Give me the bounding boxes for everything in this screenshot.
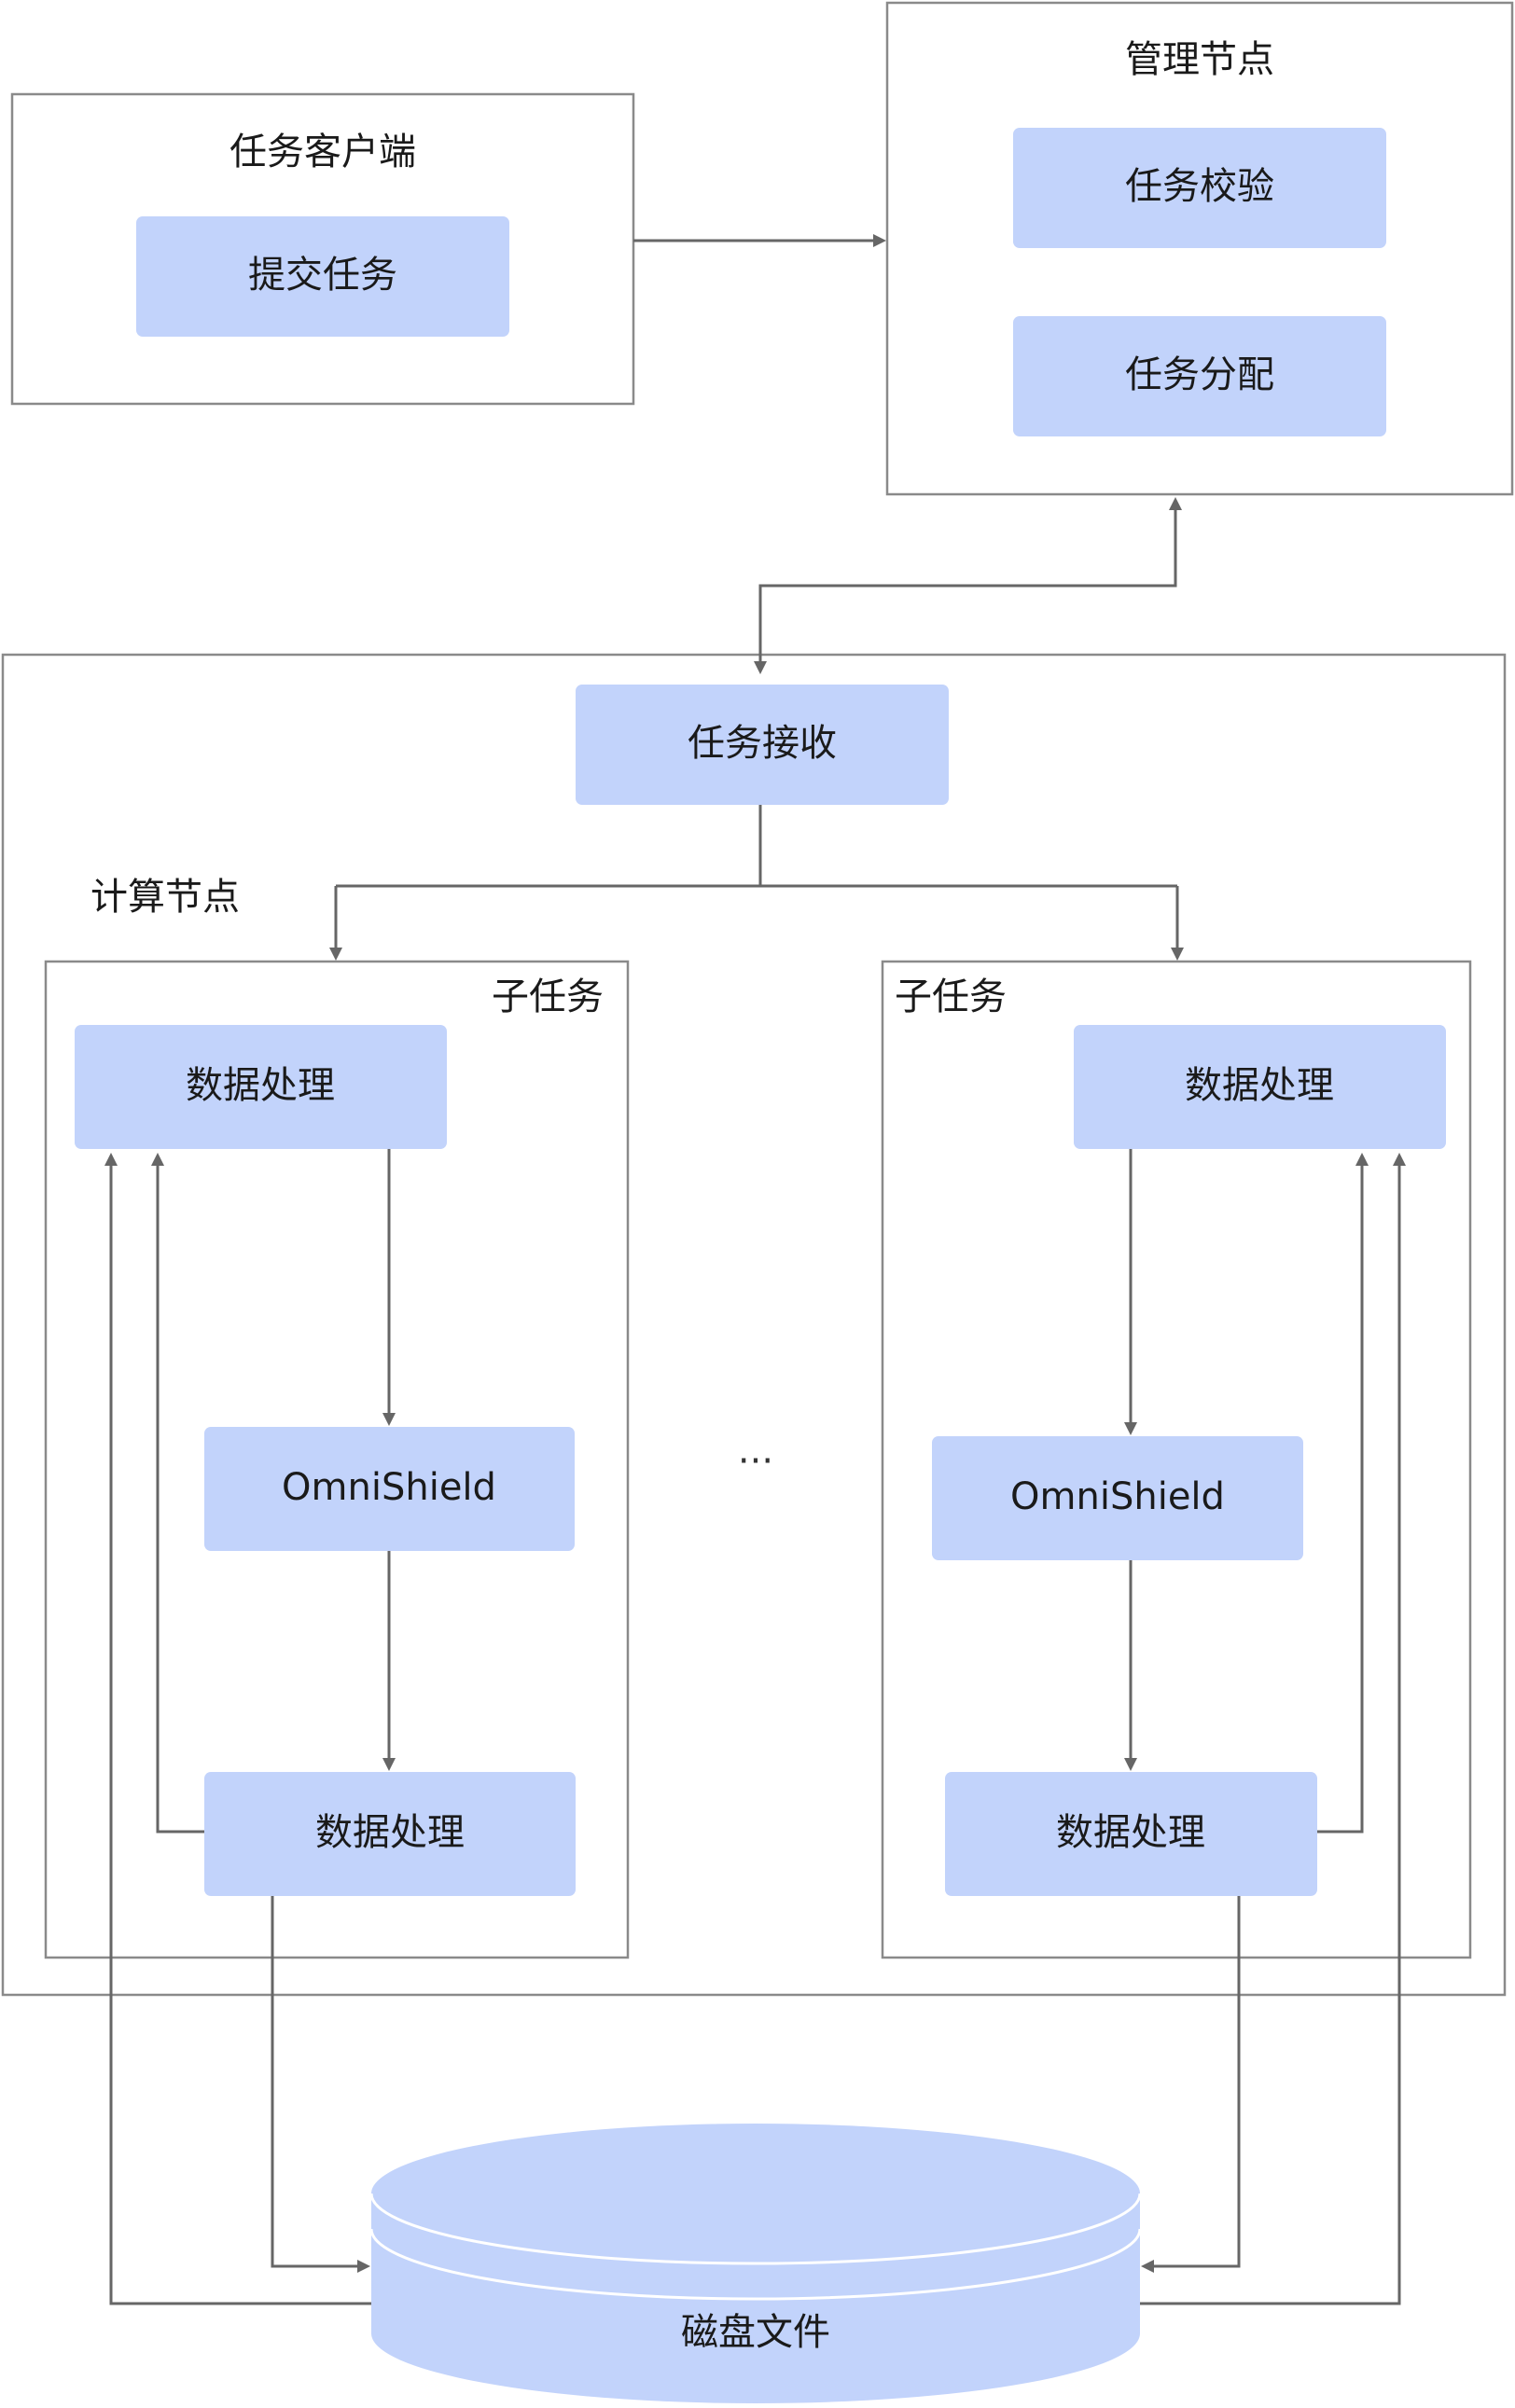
- right-data-process-top-label: 数据处理: [1185, 1064, 1334, 1107]
- left-arrow-disk-up: [104, 1153, 118, 1166]
- disk-label: 磁盘文件: [681, 2311, 830, 2354]
- arrow-to-right-subtask: [1171, 948, 1184, 961]
- left-data-process-bottom-box: [204, 1772, 576, 1896]
- task-assign-label: 任务分配: [1125, 353, 1274, 396]
- arrow-up-to-manager: [1169, 497, 1182, 510]
- right-disk-read-connector: [1140, 1164, 1401, 2305]
- right-disk-write-connector: [1152, 1896, 1241, 2268]
- left-bottom-feedback-connector: [156, 1164, 204, 1834]
- left-arrow-to-omnishield: [382, 1413, 396, 1426]
- right-data-process-top-box: [1074, 1025, 1446, 1149]
- left-data-process-top-box: [75, 1025, 447, 1149]
- task-receive-box: [576, 685, 949, 805]
- left-arrow-to-bottom: [382, 1758, 396, 1771]
- left-omnishield-label: OmniShield: [282, 1466, 496, 1509]
- left-data-process-bottom-label: 数据处理: [315, 1811, 465, 1854]
- arrow-down-to-receive: [754, 661, 767, 674]
- right-data-process-bottom-box: [945, 1772, 1317, 1896]
- disk-cylinder-icon: [369, 2124, 1142, 2403]
- right-arrow-feedback-up: [1355, 1153, 1369, 1166]
- right-data-process-bottom-label: 数据处理: [1056, 1811, 1205, 1854]
- task-verify-box: [1013, 128, 1386, 248]
- subtask-title-right: 子任务: [895, 976, 1007, 1018]
- manager-title: 管理节点: [1125, 38, 1274, 81]
- task-verify-label: 任务校验: [1125, 165, 1274, 208]
- right-arrow-to-disk: [1141, 2260, 1154, 2273]
- left-disk-write-connector: [271, 1896, 359, 2268]
- submit-task-box: [136, 216, 509, 337]
- arrow-to-manager: [873, 234, 886, 247]
- right-omnishield-box: [932, 1436, 1303, 1560]
- right-bottom-feedback-connector: [1317, 1164, 1364, 1834]
- compute-title: 计算节点: [90, 876, 240, 919]
- left-arrow-feedback-up: [151, 1153, 164, 1166]
- left-omnishield-box: [204, 1427, 575, 1551]
- submit-task-label: 提交任务: [248, 254, 397, 297]
- right-arrow-to-bottom: [1124, 1758, 1137, 1771]
- task-receive-label: 任务接收: [688, 722, 837, 765]
- arrow-to-left-subtask: [329, 948, 342, 961]
- subtask-title-left: 子任务: [492, 976, 604, 1018]
- client-title: 任务客户端: [229, 131, 416, 173]
- receive-split-connector: [334, 805, 1179, 949]
- right-arrow-disk-up: [1393, 1153, 1406, 1166]
- right-arrow-to-omnishield: [1124, 1422, 1137, 1435]
- right-omnishield-label: OmniShield: [1010, 1475, 1225, 1518]
- subtask-ellipsis: ···: [738, 1440, 773, 1483]
- left-arrow-to-disk: [357, 2260, 370, 2273]
- left-disk-read-connector: [109, 1164, 371, 2305]
- left-data-process-top-label: 数据处理: [186, 1064, 335, 1107]
- task-assign-box: [1013, 316, 1386, 436]
- manager-compute-connector: [758, 508, 1177, 663]
